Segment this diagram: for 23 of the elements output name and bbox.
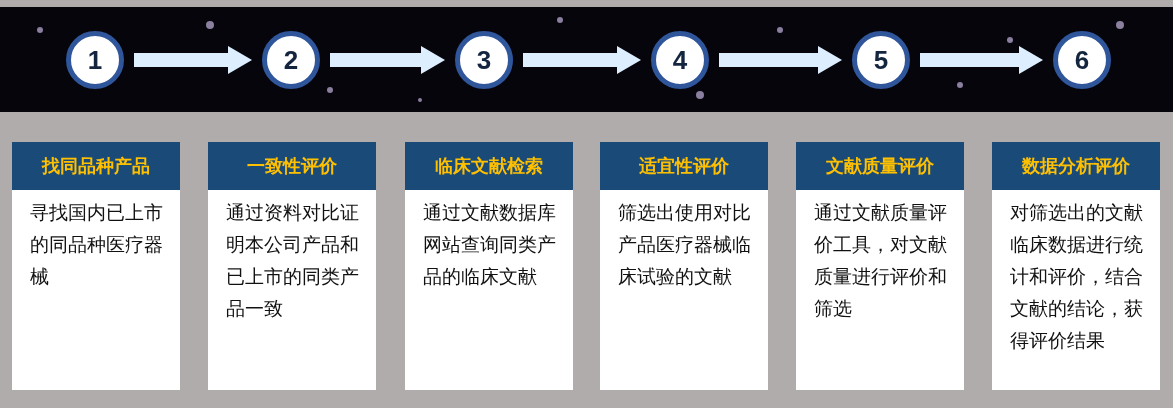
step-card bbox=[796, 142, 964, 390]
step-card bbox=[12, 142, 180, 390]
card-heading: 临床文献检索 bbox=[405, 142, 573, 190]
step-card bbox=[405, 142, 573, 390]
step-card bbox=[208, 142, 376, 390]
card-description: 对筛选出的文献临床数据进行统计和评价，结合文献的结论，获得评价结果 bbox=[1010, 200, 1144, 353]
step-card bbox=[600, 142, 768, 390]
arrow bbox=[330, 46, 445, 74]
arrow bbox=[719, 46, 842, 74]
card-description: 通过文献质量评价工具，对文献质量进行评价和筛选 bbox=[814, 200, 948, 321]
card-heading: 找同品种产品 bbox=[12, 142, 180, 190]
card-heading: 一致性评价 bbox=[208, 142, 376, 190]
card-description: 通过资料对比证明本公司产品和已上市的同类产品一致 bbox=[226, 200, 360, 321]
card-description: 筛选出使用对比产品医疗器械临床试验的文献 bbox=[618, 200, 752, 289]
card-description: 通过文献数据库网站查询同类产品的临床文献 bbox=[423, 200, 557, 289]
arrow bbox=[523, 46, 641, 74]
card-heading: 文献质量评价 bbox=[796, 142, 964, 190]
arrow bbox=[134, 46, 252, 74]
step-card bbox=[992, 142, 1160, 390]
card-heading: 数据分析评价 bbox=[992, 142, 1160, 190]
card-description: 寻找国内已上市的同品种医疗器械 bbox=[30, 200, 164, 289]
card-heading: 适宜性评价 bbox=[600, 142, 768, 190]
arrow bbox=[920, 46, 1043, 74]
